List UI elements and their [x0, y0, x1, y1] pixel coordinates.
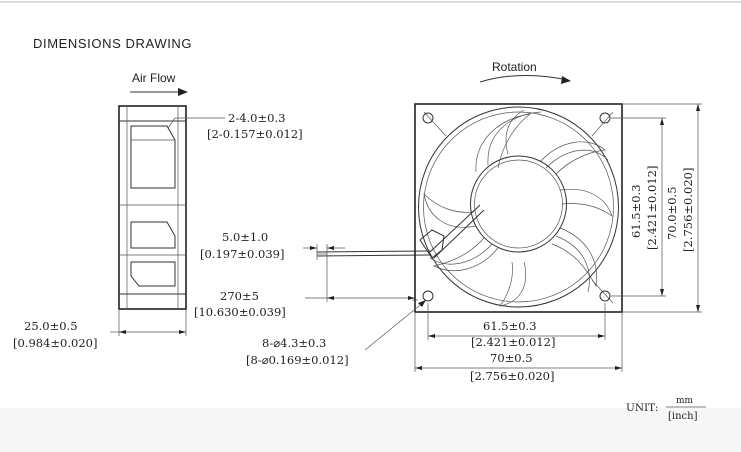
wire-strip-inch: [0.197±0.039]	[200, 247, 284, 261]
cable-channel	[419, 204, 485, 259]
blade-thickness-inch: [2-0.157±0.012]	[207, 127, 303, 141]
lead-length-inch: [10.630±0.039]	[194, 305, 286, 319]
unit-inch: [inch]	[668, 411, 698, 422]
mount-hole-bottom-right	[599, 290, 611, 302]
frame-height-inch: [2.756±0.020]	[681, 168, 695, 252]
frame-height-mm: 70.0±0.5	[665, 186, 679, 240]
side-frame	[118, 105, 187, 310]
air-flow-label: Air Flow	[132, 71, 176, 85]
hole-spacing-h-inch: [2.421±0.012]	[471, 335, 555, 349]
scan-band-bottom	[0, 408, 741, 452]
frame-height-dimension: 70.0±0.5 [2.756±0.020]	[622, 103, 702, 313]
mount-hole-top-right	[599, 112, 611, 124]
fan-frame	[414, 103, 623, 313]
mount-hole-bottom-left	[422, 290, 434, 302]
fan-front-view: Rotation	[414, 60, 623, 313]
mount-holes-callout: 8-⌀4.3±0.3 [8-⌀0.169±0.012]	[246, 300, 426, 367]
hole-spacing-v-mm: 61.5±0.3	[629, 184, 643, 238]
fan-hub	[470, 155, 567, 253]
fan-depth-inch: [0.984±0.020]	[13, 336, 97, 350]
fan-depth-dimension: 25.0±0.5 [0.984±0.020]	[13, 309, 187, 350]
side-blade-upper	[130, 125, 176, 189]
frame-width-inch: [2.756±0.020]	[470, 369, 554, 383]
unit-label: UNIT:	[626, 402, 658, 414]
unit-legend: UNIT: mm [inch]	[626, 396, 706, 422]
side-blade-lower	[130, 221, 176, 249]
mount-holes-mm: 8-⌀4.3±0.3	[262, 336, 326, 350]
fan-blades	[423, 109, 613, 307]
hole-spacing-horizontal-dimension: 61.5±0.3 [2.421±0.012]	[427, 303, 606, 349]
fan-outer-ring	[418, 106, 619, 308]
rotation-arrowhead	[561, 76, 571, 84]
frame-width-mm: 70±0.5	[490, 351, 533, 365]
unit-mm: mm	[676, 396, 694, 406]
blade-thickness-mm: 2-4.0±0.3	[228, 111, 285, 125]
rotation-label: Rotation	[492, 60, 537, 74]
page-title: DIMENSIONS DRAWING	[33, 36, 192, 51]
mount-hole-top-left	[422, 112, 434, 124]
fan-depth-mm: 25.0±0.5	[24, 319, 78, 333]
frame-width-dimension: 70±0.5 [2.756±0.020]	[414, 312, 623, 383]
hole-spacing-h-mm: 61.5±0.3	[483, 319, 537, 333]
fan-side-view: Air Flow	[118, 71, 188, 310]
lead-length-mm: 270±5	[220, 289, 259, 303]
air-flow-arrowhead	[178, 88, 188, 96]
rotation-arrow	[479, 75, 569, 83]
hole-spacing-vertical-dimension: 61.5±0.3 [2.421±0.012]	[611, 117, 666, 297]
wire-strip-dimension: 5.0±1.0 [0.197±0.039]	[200, 230, 345, 261]
hole-spacing-v-inch: [2.421±0.012]	[645, 166, 659, 250]
mount-holes-inch: [8-⌀0.169±0.012]	[246, 353, 349, 367]
blade-thickness-callout: 2-4.0±0.3 [2-0.157±0.012]	[167, 111, 303, 141]
lead-wires	[316, 250, 431, 257]
frame-struts	[423, 111, 614, 304]
lead-length-dimension: 270±5 [10.630±0.039]	[194, 260, 418, 319]
wire-strip-mm: 5.0±1.0	[222, 230, 268, 244]
